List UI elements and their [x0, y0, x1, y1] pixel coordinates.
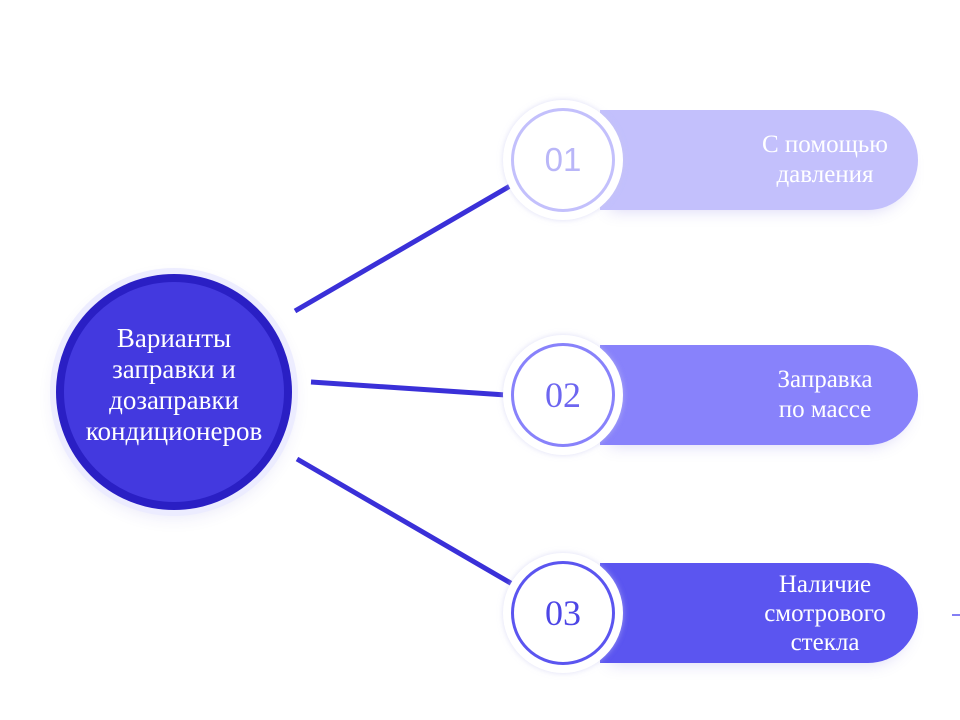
weight-cloud-icon — [944, 385, 960, 409]
central-topic-title: Варианты заправки и дозаправки кондицион… — [85, 323, 263, 446]
option-pill-03 — [600, 563, 960, 663]
number-badge-01: 01 — [511, 108, 615, 212]
connector-line-01 — [293, 183, 512, 314]
connector-line-03 — [295, 456, 516, 588]
connector-line-02 — [310, 379, 507, 398]
option-label-01: С помощью давления — [762, 131, 888, 188]
chart-icon — [946, 144, 960, 175]
pill-divider — [928, 569, 929, 661]
number-badge-03: 03 — [511, 561, 615, 665]
option-item-03: Наличие смотрового стекла 03 — [500, 553, 960, 673]
option-pill-01 — [600, 110, 960, 210]
toolbox-icon — [952, 605, 960, 627]
option-label-02: Заправка по массе — [777, 366, 873, 423]
central-topic-circle: Варианты заправки и дозаправки кондицион… — [56, 274, 292, 510]
option-item-01: С помощью давления 01 — [500, 100, 960, 220]
pill-divider — [921, 351, 922, 443]
option-label-03: Наличие смотрового стекла — [764, 570, 886, 656]
option-pill-02 — [600, 345, 960, 445]
option-item-02: Заправка по массе 02 — [500, 335, 960, 455]
pill-divider — [921, 116, 922, 208]
number-badge-02: 02 — [511, 343, 615, 447]
